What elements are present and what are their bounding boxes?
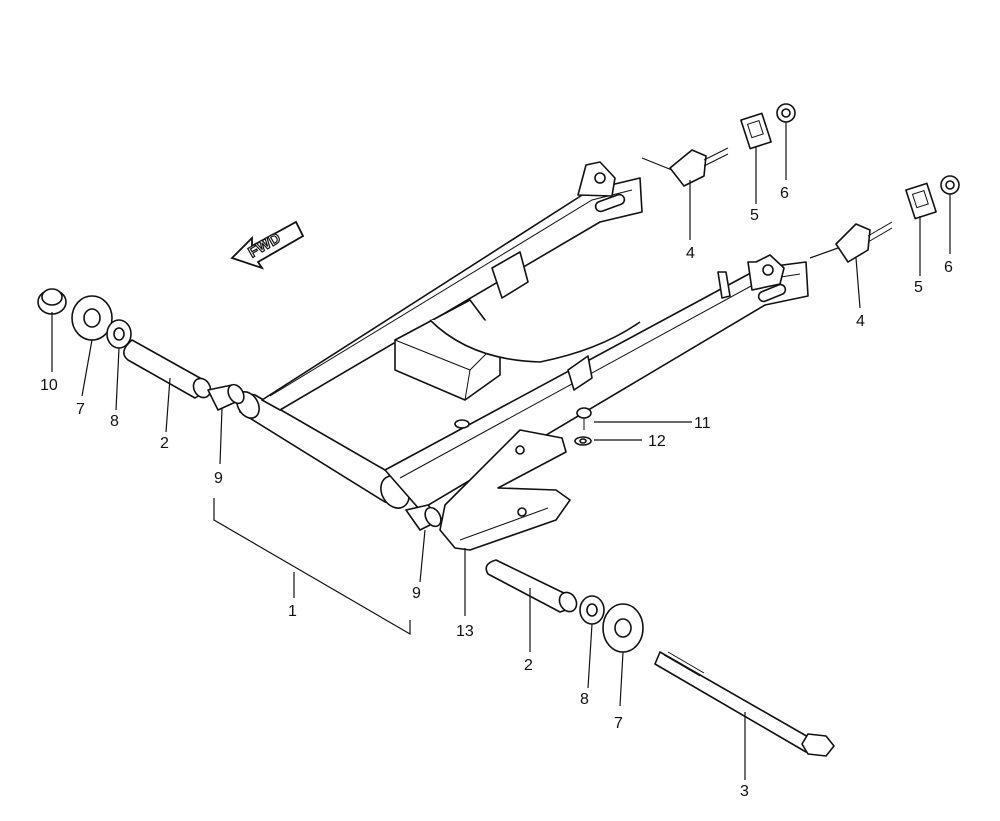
callout-8-right: 8 bbox=[580, 691, 589, 708]
leader-lines bbox=[51, 122, 951, 780]
swingarm-frame bbox=[236, 161, 809, 511]
callout-2-right: 2 bbox=[524, 657, 533, 674]
callout-11: 11 bbox=[694, 415, 711, 432]
chain-slider bbox=[439, 429, 571, 551]
callout-5-lower: 5 bbox=[914, 279, 923, 296]
adjuster-lower bbox=[835, 175, 960, 263]
callout-3: 3 bbox=[740, 783, 749, 800]
callout-4-lower: 4 bbox=[856, 313, 865, 330]
callout-6-upper: 6 bbox=[780, 185, 789, 202]
callout-2-left: 2 bbox=[160, 435, 169, 452]
callout-9-right: 9 bbox=[412, 585, 421, 602]
callout-1: 1 bbox=[288, 603, 297, 620]
callout-5-upper: 5 bbox=[750, 207, 759, 224]
pivot-parts-left bbox=[37, 288, 245, 411]
callout-9-left: 9 bbox=[214, 470, 223, 487]
adjuster-upper bbox=[669, 103, 796, 187]
callout-13: 13 bbox=[456, 623, 474, 640]
slider-screw-washer bbox=[574, 407, 592, 446]
callout-10: 10 bbox=[40, 377, 58, 394]
callout-4-upper: 4 bbox=[686, 245, 695, 262]
callout-12: 12 bbox=[648, 433, 666, 450]
callout-labels: 10 7 8 2 9 1 9 13 2 8 7 3 4 5 6 4 5 6 11… bbox=[40, 185, 953, 800]
callout-8-left: 8 bbox=[110, 413, 119, 430]
callout-6-lower: 6 bbox=[944, 259, 953, 276]
fwd-arrow-icon: FWD bbox=[230, 220, 305, 270]
callout-7-left: 7 bbox=[76, 401, 85, 418]
callout-7-right: 7 bbox=[614, 715, 623, 732]
pivot-parts-right bbox=[405, 504, 835, 757]
